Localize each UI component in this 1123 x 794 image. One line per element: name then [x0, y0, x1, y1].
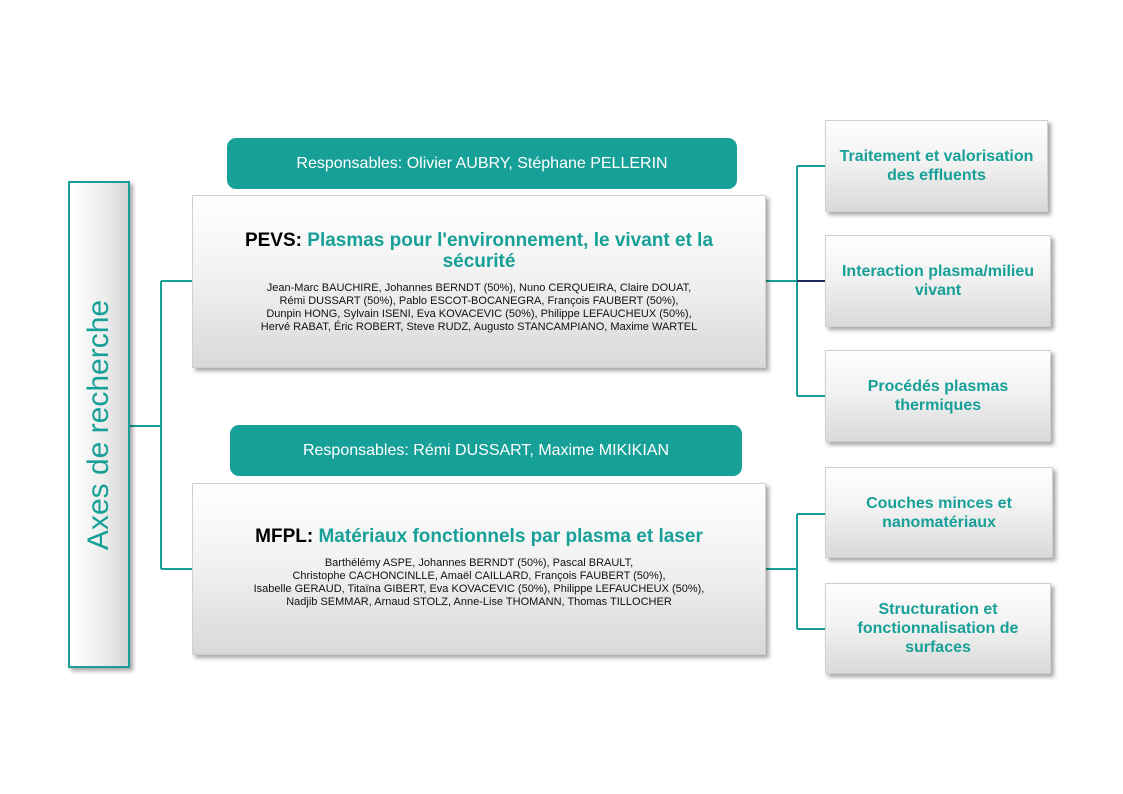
- member-line: Jean-Marc BAUCHIRE, Johannes BERNDT (50%…: [266, 282, 692, 294]
- theme-box-effluents: Traitement et valorisation des effluents: [825, 120, 1048, 212]
- member-line: Nadjib SEMMAR, Arnaud STOLZ, Anne-Lise T…: [286, 596, 672, 608]
- axes-label: Axes de recherche: [82, 299, 115, 550]
- pevs-members: Jean-Marc BAUCHIRE, Johannes BERNDT (50%…: [209, 282, 749, 334]
- theme-box-structuration: Structuration et fonctionnalisation de s…: [825, 583, 1051, 674]
- member-line: Hervé RABAT, Éric ROBERT, Steve RUDZ, Au…: [260, 321, 698, 333]
- theme-box-couches-minces: Couches minces et nanomatériaux: [825, 467, 1053, 558]
- pevs-responsables-pill: Responsables: Olivier AUBRY, Stéphane PE…: [227, 138, 737, 189]
- theme-label: Procédés plasmas thermiques: [867, 378, 1009, 414]
- member-line: Rémi DUSSART (50%), Pablo ESCOT-BOCANEGR…: [279, 295, 679, 307]
- axes-label-box: Axes de recherche: [68, 181, 130, 668]
- pevs-title: PEVS: Plasmas pour l'environnement, le v…: [209, 230, 749, 272]
- mfpl-title-text: Matériaux fonctionnels par plasma et las…: [318, 526, 703, 547]
- mfpl-responsables-pill: Responsables: Rémi DUSSART, Maxime MIKIK…: [230, 425, 742, 476]
- mfpl-box: MFPL: Matériaux fonctionnels par plasma …: [192, 483, 766, 655]
- theme-label: Interaction plasma/milieu vivant: [841, 263, 1035, 299]
- theme-label: Couches minces et nanomatériaux: [866, 494, 1012, 531]
- theme-label: Traitement et valorisation des effluents: [839, 148, 1034, 184]
- pevs-box: PEVS: Plasmas pour l'environnement, le v…: [192, 195, 766, 368]
- theme-box-interaction: Interaction plasma/milieu vivant: [825, 235, 1051, 327]
- theme-box-thermiques: Procédés plasmas thermiques: [825, 350, 1051, 442]
- mfpl-title: MFPL: Matériaux fonctionnels par plasma …: [209, 526, 749, 547]
- mfpl-acronym: MFPL:: [255, 526, 314, 547]
- member-line: Barthélémy ASPE, Johannes BERNDT (50%), …: [324, 557, 634, 569]
- member-line: Dunpin HONG, Sylvain ISENI, Eva KOVACEVI…: [266, 308, 692, 320]
- member-line: Isabelle GERAUD, Titaïna GIBERT, Eva KOV…: [253, 583, 705, 595]
- member-line: Christophe CACHONCINLLE, Amaël CAILLARD,…: [292, 570, 666, 582]
- pevs-acronym: PEVS:: [244, 230, 302, 251]
- theme-label: Structuration et fonctionnalisation de s…: [857, 601, 1019, 656]
- mfpl-members: Barthélémy ASPE, Johannes BERNDT (50%), …: [209, 557, 749, 609]
- pevs-title-text: Plasmas pour l'environnement, le vivant …: [307, 230, 714, 272]
